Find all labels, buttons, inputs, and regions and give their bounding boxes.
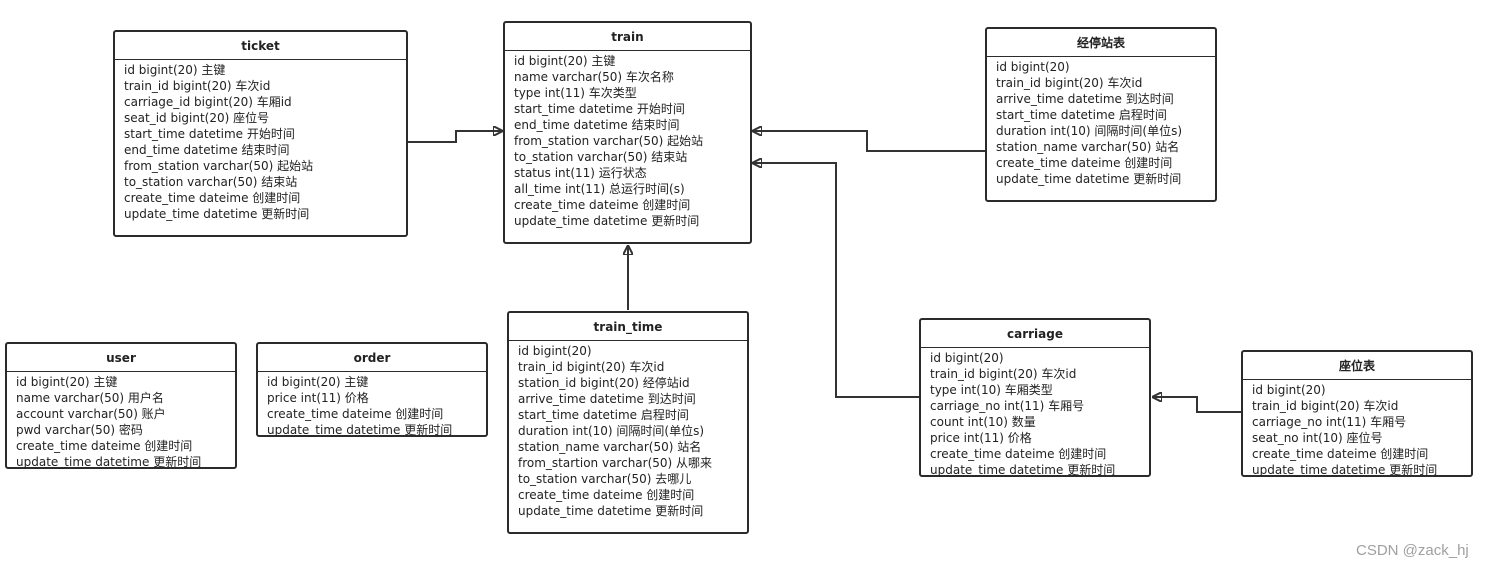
- entity-title-carriage: carriage: [921, 320, 1149, 348]
- field: create_time dateime 创建时间: [16, 439, 193, 453]
- field: create_time dateime 创建时间: [1252, 447, 1429, 461]
- field: duration int(10) 间隔时间(单位s): [996, 124, 1183, 138]
- entity-title-stops: 经停站表: [987, 29, 1215, 57]
- field: price int(11) 价格: [267, 391, 369, 405]
- field: id bigint(20) 主键: [267, 375, 369, 389]
- entity-order[interactable]: order id bigint(20) 主键 price int(11) 价格 …: [256, 342, 488, 437]
- entity-fields-stops: id bigint(20) train_id bigint(20) 车次id a…: [987, 57, 1215, 187]
- field: train_id bigint(20) 车次id: [996, 76, 1143, 90]
- entity-seats[interactable]: 座位表 id bigint(20) train_id bigint(20) 车次…: [1241, 350, 1473, 477]
- field: all_time int(11) 总运行时间(s): [514, 182, 685, 196]
- entity-fields-order: id bigint(20) 主键 price int(11) 价格 create…: [258, 372, 486, 438]
- field: station_name varchar(50) 站名: [996, 140, 1180, 154]
- entity-title-seats: 座位表: [1243, 352, 1471, 380]
- field: start_time datetime 启程时间: [518, 408, 689, 422]
- field: arrive_time datetime 到达时间: [996, 92, 1174, 106]
- field: to_station varchar(50) 结束站: [514, 150, 688, 164]
- field: start_time datetime 启程时间: [996, 108, 1167, 122]
- field: id bigint(20) 主键: [514, 54, 616, 68]
- field: id bigint(20) 主键: [124, 63, 226, 77]
- field: type int(11) 车次类型: [514, 86, 637, 100]
- entity-user[interactable]: user id bigint(20) 主键 name varchar(50) 用…: [5, 342, 237, 469]
- field: carriage_no int(11) 车厢号: [1252, 415, 1407, 429]
- entity-stops[interactable]: 经停站表 id bigint(20) train_id bigint(20) 车…: [985, 27, 1217, 202]
- field: id bigint(20): [518, 344, 592, 358]
- field: train_id bigint(20) 车次id: [124, 79, 271, 93]
- field: create_time dateime 创建时间: [267, 407, 444, 421]
- field: id bigint(20): [1252, 383, 1326, 397]
- field: update_time datetime 更新时间: [16, 455, 202, 469]
- field: train_id bigint(20) 车次id: [930, 367, 1077, 381]
- entity-title-train-time: train_time: [509, 313, 747, 341]
- edge-ticket-to-train: [407, 131, 502, 143]
- field: start_time datetime 开始时间: [514, 102, 685, 116]
- field: update_time datetime 更新时间: [518, 504, 704, 518]
- field: pwd varchar(50) 密码: [16, 423, 143, 437]
- entity-title-user: user: [7, 344, 235, 372]
- entity-fields-train: id bigint(20) 主键 name varchar(50) 车次名称 t…: [505, 51, 750, 229]
- field: update_time datetime 更新时间: [930, 463, 1116, 477]
- edge-carriage-to-train: [753, 163, 919, 398]
- field: count int(10) 数量: [930, 415, 1036, 429]
- field: to_station varchar(50) 结束站: [124, 175, 298, 189]
- field: id bigint(20): [996, 60, 1070, 74]
- edge-stops-to-train: [753, 131, 985, 152]
- entity-title-ticket: ticket: [115, 32, 406, 60]
- field: train_id bigint(20) 车次id: [1252, 399, 1399, 413]
- entity-ticket[interactable]: ticket id bigint(20) 主键 train_id bigint(…: [113, 30, 408, 237]
- field: update_time datetime 更新时间: [1252, 463, 1438, 477]
- field: create_time dateime 创建时间: [514, 198, 691, 212]
- field: id bigint(20): [930, 351, 1004, 365]
- entity-carriage[interactable]: carriage id bigint(20) train_id bigint(2…: [919, 318, 1151, 477]
- entity-fields-carriage: id bigint(20) train_id bigint(20) 车次id t…: [921, 348, 1149, 478]
- entity-train[interactable]: train id bigint(20) 主键 name varchar(50) …: [503, 21, 752, 244]
- field: update_time datetime 更新时间: [514, 214, 700, 228]
- field: status int(11) 运行状态: [514, 166, 647, 180]
- field: update_time datetime 更新时间: [124, 207, 310, 221]
- field: name varchar(50) 用户名: [16, 391, 164, 405]
- field: end_time datetime 结束时间: [514, 118, 680, 132]
- field: id bigint(20) 主键: [16, 375, 118, 389]
- field: price int(11) 价格: [930, 431, 1032, 445]
- field: duration int(10) 间隔时间(单位s): [518, 424, 705, 438]
- field: carriage_id bigint(20) 车厢id: [124, 95, 292, 109]
- watermark-text: CSDN @zack_hj: [1356, 542, 1469, 559]
- field: station_id bigint(20) 经停站id: [518, 376, 690, 390]
- field: carriage_no int(11) 车厢号: [930, 399, 1085, 413]
- entity-fields-train-time: id bigint(20) train_id bigint(20) 车次id s…: [509, 341, 747, 519]
- entity-train-time[interactable]: train_time id bigint(20) train_id bigint…: [507, 311, 749, 534]
- entity-title-train: train: [505, 23, 750, 51]
- field: train_id bigint(20) 车次id: [518, 360, 665, 374]
- field: from_station varchar(50) 起始站: [124, 159, 314, 173]
- field: create_time dateime 创建时间: [124, 191, 301, 205]
- field: arrive_time datetime 到达时间: [518, 392, 696, 406]
- field: seat_no int(10) 座位号: [1252, 431, 1383, 445]
- field: end_time datetime 结束时间: [124, 143, 290, 157]
- entity-fields-user: id bigint(20) 主键 name varchar(50) 用户名 ac…: [7, 372, 235, 470]
- edge-seats-to-carriage: [1153, 397, 1241, 413]
- field: station_name varchar(50) 站名: [518, 440, 702, 454]
- field: to_station varchar(50) 去哪儿: [518, 472, 692, 486]
- entity-fields-seats: id bigint(20) train_id bigint(20) 车次id c…: [1243, 380, 1471, 478]
- field: create_time dateime 创建时间: [518, 488, 695, 502]
- entity-fields-ticket: id bigint(20) 主键 train_id bigint(20) 车次i…: [115, 60, 406, 222]
- field: update_time datetime 更新时间: [996, 172, 1182, 186]
- field: create_time dateime 创建时间: [930, 447, 1107, 461]
- field: from_station varchar(50) 起始站: [514, 134, 704, 148]
- field: update_time datetime 更新时间: [267, 423, 453, 437]
- field: account varchar(50) 账户: [16, 407, 166, 421]
- field: create_time dateime 创建时间: [996, 156, 1173, 170]
- field: name varchar(50) 车次名称: [514, 70, 674, 84]
- field: seat_id bigint(20) 座位号: [124, 111, 270, 125]
- field: from_startion varchar(50) 从哪来: [518, 456, 713, 470]
- field: type int(10) 车厢类型: [930, 383, 1053, 397]
- entity-title-order: order: [258, 344, 486, 372]
- field: start_time datetime 开始时间: [124, 127, 295, 141]
